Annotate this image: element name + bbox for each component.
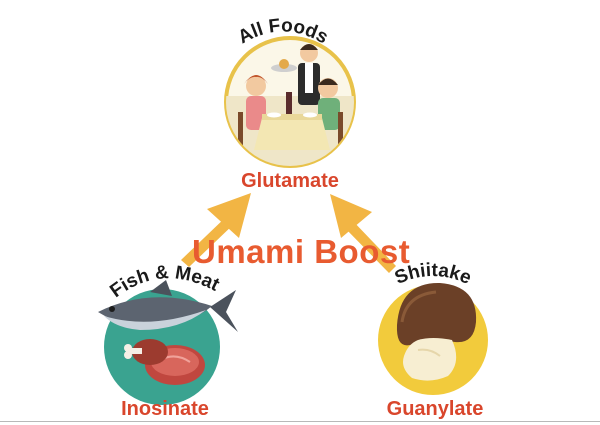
node-label-inosinate: Inosinate (121, 398, 209, 420)
restaurant-dining-scene-icon (224, 36, 356, 168)
node-label-guanylate: Guanylate (386, 398, 484, 420)
bottom-divider (0, 421, 600, 422)
shiitake-mushroom-icon (378, 282, 488, 395)
node-label-glutamate: Glutamate (241, 170, 339, 192)
arrow-left-to-glutamate (181, 193, 251, 267)
tuna-fish-and-meat-icon (98, 280, 238, 405)
arrow-right-to-glutamate (330, 194, 396, 273)
center-title-umami-boost: Umami Boost (192, 233, 411, 270)
